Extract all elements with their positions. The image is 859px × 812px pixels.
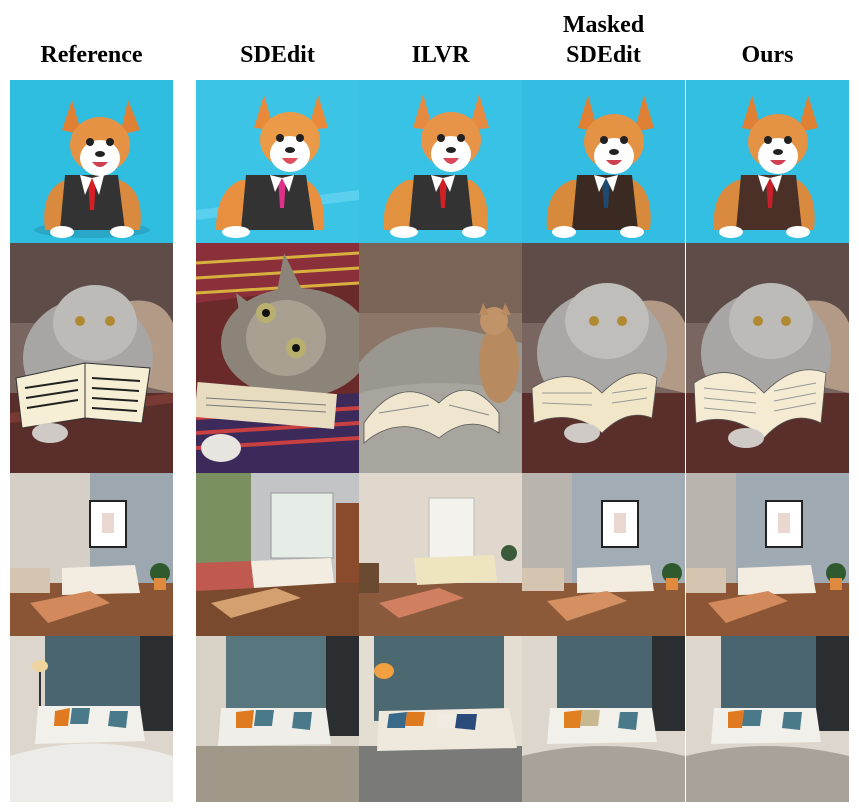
column-header-sdedit: SDEdit <box>196 0 359 78</box>
cat-ilvr-image <box>359 243 522 473</box>
column-header-masked-sdedit: Masked SDEdit <box>522 0 685 78</box>
cat-ours-image <box>686 243 849 473</box>
corgi-ours-image <box>686 80 849 243</box>
header-label-line1: Masked <box>562 12 645 38</box>
sofa-ours-image <box>686 636 849 802</box>
sofa-masked-sdedit-image <box>522 636 685 802</box>
livingroom-reference-image <box>10 473 173 636</box>
cat-sdedit-image <box>196 243 359 473</box>
header-label-line2: SDEdit <box>566 42 641 68</box>
livingroom-ours-image <box>686 473 849 636</box>
corgi-masked-sdedit-image <box>522 80 685 243</box>
livingroom-sdedit-image <box>196 473 359 636</box>
cat-reference-image <box>10 243 173 473</box>
header-label: Ours <box>741 42 794 68</box>
livingroom-masked-sdedit-image <box>522 473 685 636</box>
sofa-sdedit-image <box>196 636 359 802</box>
header-label: SDEdit <box>240 42 315 68</box>
corgi-ilvr-image <box>359 80 522 243</box>
sofa-reference-image <box>10 636 173 802</box>
corgi-sdedit-image <box>196 80 359 243</box>
header-label: ILVR <box>411 42 470 68</box>
livingroom-ilvr-image <box>359 473 522 636</box>
column-header-ilvr: ILVR <box>359 0 522 78</box>
header-label: Reference <box>40 42 143 68</box>
cat-masked-sdedit-image <box>522 243 685 473</box>
column-header-ours: Ours <box>686 0 849 78</box>
column-header-reference: Reference <box>10 0 173 78</box>
corgi-reference-image <box>10 80 173 243</box>
sofa-ilvr-image <box>359 636 522 802</box>
